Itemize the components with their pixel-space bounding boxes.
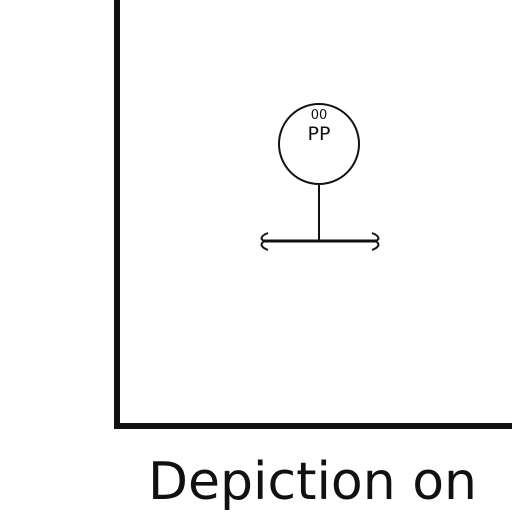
right-curly-end bbox=[371, 232, 380, 251]
node-top-label: 00 bbox=[311, 108, 328, 123]
node-main-label: PP bbox=[308, 123, 331, 145]
left-curly-end bbox=[260, 232, 269, 251]
figure-caption: Depiction on bbox=[148, 452, 477, 512]
